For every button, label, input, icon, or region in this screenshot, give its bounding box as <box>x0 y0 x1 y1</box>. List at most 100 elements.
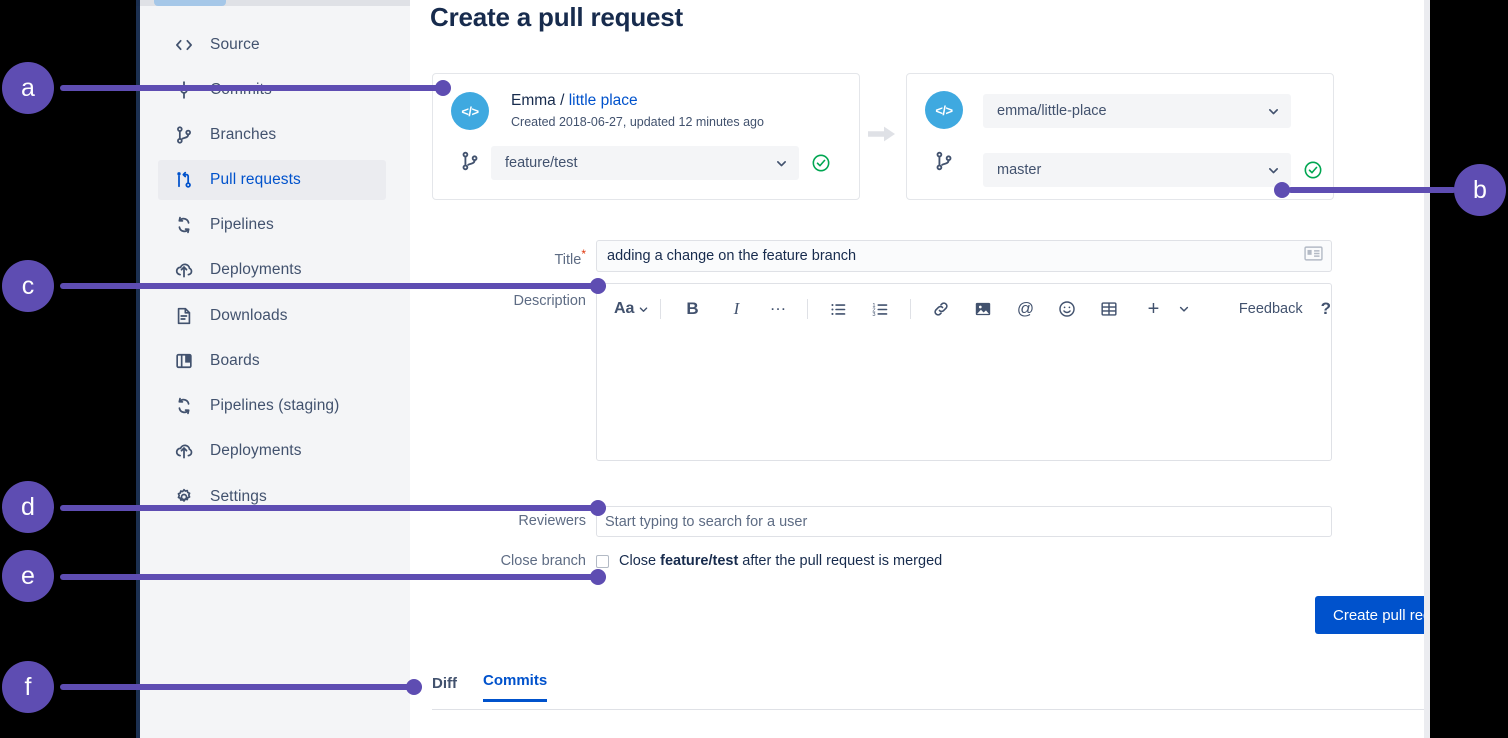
destination-branch-valid-icon <box>1303 160 1323 180</box>
toolbar-divider <box>910 299 912 319</box>
main-content: Create a pull request </> Emma / little … <box>410 0 1430 738</box>
window-left-edge <box>136 0 140 738</box>
callout-dot-f <box>406 679 422 695</box>
sidebar-item-source[interactable]: Source <box>158 25 386 65</box>
tab-commits[interactable]: Commits <box>483 672 548 702</box>
toolbar-divider <box>660 299 662 319</box>
sidebar-item-branches[interactable]: Branches <box>158 115 386 155</box>
sidebar-item-deployments-2[interactable]: Deployments <box>158 431 386 471</box>
destination-branch-card: </> emma/little-place master <box>906 73 1334 200</box>
sidebar-item-pull-requests[interactable]: Pull requests <box>158 160 386 200</box>
text-style-label: Aa <box>614 300 635 317</box>
sidebar-item-label: Pipelines <box>210 216 274 233</box>
close-branch-text: Close feature/test after the pull reques… <box>619 553 942 569</box>
source-branch-valid-icon <box>811 153 831 173</box>
callout-badge-a: a <box>2 62 54 114</box>
tabs-divider <box>432 709 1430 710</box>
sidebar: Source Commits Branches Pull requests <box>136 0 410 738</box>
tab-diff[interactable]: Diff <box>432 675 457 692</box>
repository-avatar: </> <box>451 92 489 130</box>
sidebar-item-boards[interactable]: Boards <box>158 341 386 381</box>
close-branch-checkbox[interactable] <box>596 554 609 568</box>
branch-icon <box>933 150 955 172</box>
source-repo-line: Emma / little place <box>511 92 638 110</box>
svg-text:1: 1 <box>872 302 875 308</box>
sidebar-item-label: Pull requests <box>210 171 301 188</box>
italic-icon[interactable]: I <box>733 299 740 318</box>
emoji-icon[interactable] <box>1051 295 1083 323</box>
destination-repo-value: emma/little-place <box>997 103 1107 119</box>
repository-avatar: </> <box>925 91 963 129</box>
merge-direction-arrow-icon <box>868 124 896 144</box>
mention-icon[interactable]: @ <box>1016 299 1035 318</box>
title-input-value: adding a change on the feature branch <box>607 248 857 264</box>
source-repo-separator: / <box>555 92 569 109</box>
svg-text:2: 2 <box>872 307 875 313</box>
chevron-down-icon <box>1267 105 1280 118</box>
callout-badge-b: b <box>1454 164 1506 216</box>
title-label: Title* <box>470 247 586 268</box>
contact-card-icon[interactable] <box>1304 246 1323 266</box>
sidebar-item-pipelines[interactable]: Pipelines <box>158 205 386 245</box>
sidebar-item-label: Deployments <box>210 442 302 459</box>
feedback-link[interactable]: Feedback <box>1238 301 1303 317</box>
source-repo-meta: Created 2018-06-27, updated 12 minutes a… <box>511 115 764 129</box>
reviewers-label: Reviewers <box>518 513 586 529</box>
callout-dot-a <box>435 80 451 96</box>
branches-icon <box>174 125 194 145</box>
source-branch-select[interactable]: feature/test <box>491 146 799 180</box>
sidebar-top-partial-bar <box>154 0 226 6</box>
callout-dot-e <box>590 569 606 585</box>
insert-more-icon[interactable]: + <box>1147 297 1160 320</box>
deployments-icon <box>174 260 194 280</box>
destination-branch-select[interactable]: master <box>983 153 1291 187</box>
destination-repo-select[interactable]: emma/little-place <box>983 94 1291 128</box>
sidebar-item-deployments[interactable]: Deployments <box>158 250 386 290</box>
close-branch-text-before: Close <box>619 553 661 569</box>
help-icon[interactable]: ? <box>1320 299 1331 318</box>
sidebar-item-label: Deployments <box>210 261 302 278</box>
close-branch-label: Close branch <box>500 553 586 569</box>
callout-leader-f <box>60 684 422 690</box>
toolbar-divider <box>807 299 809 319</box>
callout-badge-c: c <box>2 260 54 312</box>
sidebar-item-pipelines-staging[interactable]: Pipelines (staging) <box>158 386 386 426</box>
pull-request-icon <box>174 170 194 190</box>
title-input[interactable]: adding a change on the feature branch <box>596 240 1332 272</box>
chevron-down-icon <box>775 157 788 170</box>
callout-badge-f: f <box>2 661 54 713</box>
description-label: Description <box>513 293 586 309</box>
bullet-list-icon[interactable] <box>822 295 854 323</box>
more-formatting-icon[interactable]: … <box>769 295 788 314</box>
chevron-down-icon[interactable] <box>1169 295 1200 323</box>
source-branch-value: feature/test <box>505 155 578 171</box>
create-pull-request-button[interactable]: Create pull request <box>1315 596 1430 634</box>
sidebar-item-settings[interactable]: Settings <box>158 477 386 517</box>
source-repo-link[interactable]: little place <box>568 92 638 109</box>
downloads-icon <box>174 306 194 326</box>
sidebar-top-divider <box>136 0 410 6</box>
sidebar-item-label: Downloads <box>210 307 288 324</box>
callout-leader-b <box>1288 187 1456 193</box>
callout-badge-e: e <box>2 550 54 602</box>
image-icon[interactable] <box>967 295 999 323</box>
sidebar-item-label: Settings <box>210 488 267 505</box>
gear-icon <box>174 487 194 507</box>
callout-badge-d: d <box>2 481 54 533</box>
reviewers-placeholder: Start typing to search for a user <box>605 513 808 530</box>
sidebar-item-downloads[interactable]: Downloads <box>158 296 386 336</box>
page-title: Create a pull request <box>430 2 683 32</box>
close-branch-row: Close feature/test after the pull reques… <box>596 551 942 571</box>
table-icon[interactable] <box>1093 295 1125 323</box>
branch-icon <box>459 150 481 172</box>
link-icon[interactable] <box>925 295 957 323</box>
pipelines-icon <box>174 215 194 235</box>
bold-icon[interactable]: B <box>686 299 699 318</box>
reviewers-input[interactable]: Start typing to search for a user <box>596 506 1332 537</box>
text-style-icon[interactable]: Aa <box>611 295 651 323</box>
callout-leader-e <box>60 574 606 580</box>
callout-dot-c <box>590 278 606 294</box>
